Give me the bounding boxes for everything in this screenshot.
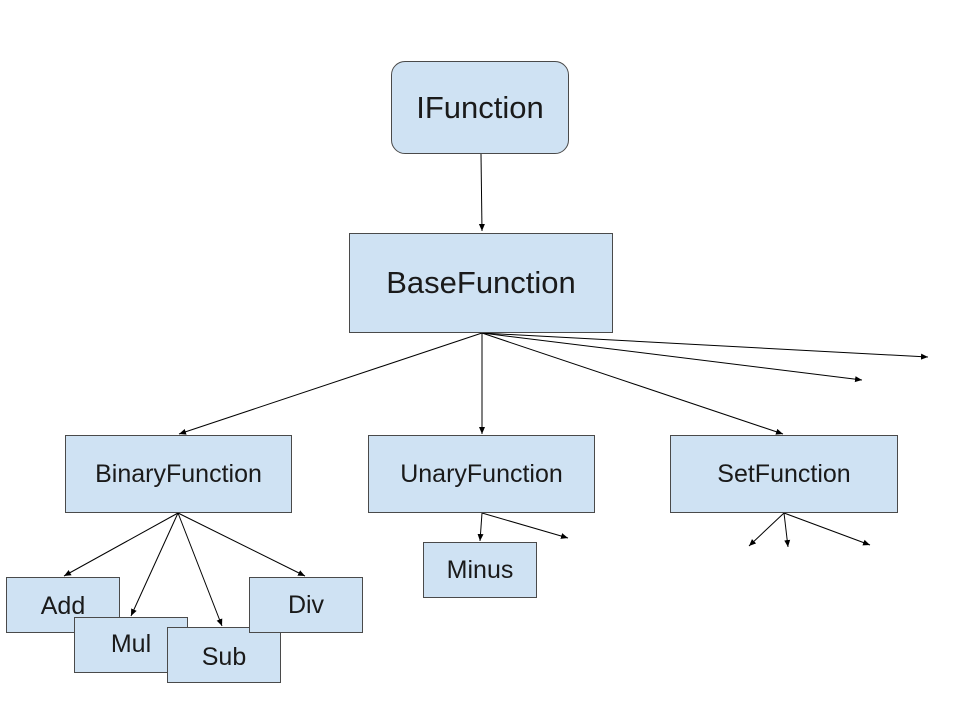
edge-ifunction-basefunction <box>478 153 485 232</box>
edge-unary-unnamed <box>481 512 569 539</box>
node-mul-label: Mul <box>110 629 152 658</box>
node-ifunction: IFunction <box>391 61 569 154</box>
node-ifunction-label: IFunction <box>416 89 544 125</box>
node-minus: Minus <box>423 542 537 598</box>
node-div: Div <box>249 577 363 633</box>
node-sub: Sub <box>167 627 281 683</box>
node-unaryfunction-label: UnaryFunction <box>400 459 563 488</box>
node-minus-label: Minus <box>446 555 514 584</box>
edge-unary-minus <box>477 512 484 542</box>
edge-set-unnamed-3 <box>783 512 871 546</box>
node-add-label: Add <box>40 591 86 620</box>
node-binaryfunction-label: BinaryFunction <box>95 459 262 488</box>
node-basefunction: BaseFunction <box>349 233 613 333</box>
edge-binary-sub <box>177 512 223 627</box>
edge-base-binary <box>178 332 483 435</box>
node-add: Add <box>6 577 120 633</box>
node-setfunction-label: SetFunction <box>717 459 851 488</box>
edge-set-unnamed-1 <box>748 512 785 547</box>
edge-binary-mul <box>130 512 179 617</box>
node-basefunction-label: BaseFunction <box>386 265 576 300</box>
node-setfunction: SetFunction <box>670 435 898 513</box>
edge-base-set <box>481 332 784 435</box>
node-binaryfunction: BinaryFunction <box>65 435 292 513</box>
node-div-label: Div <box>287 590 325 619</box>
edge-base-unnamed-1 <box>481 332 863 383</box>
node-unaryfunction: UnaryFunction <box>368 435 595 513</box>
edge-base-unnamed-2 <box>481 332 929 360</box>
node-sub-label: Sub <box>201 642 247 671</box>
edge-binary-add <box>63 512 179 577</box>
edge-set-unnamed-2 <box>783 512 791 548</box>
edge-binary-div <box>177 512 306 577</box>
